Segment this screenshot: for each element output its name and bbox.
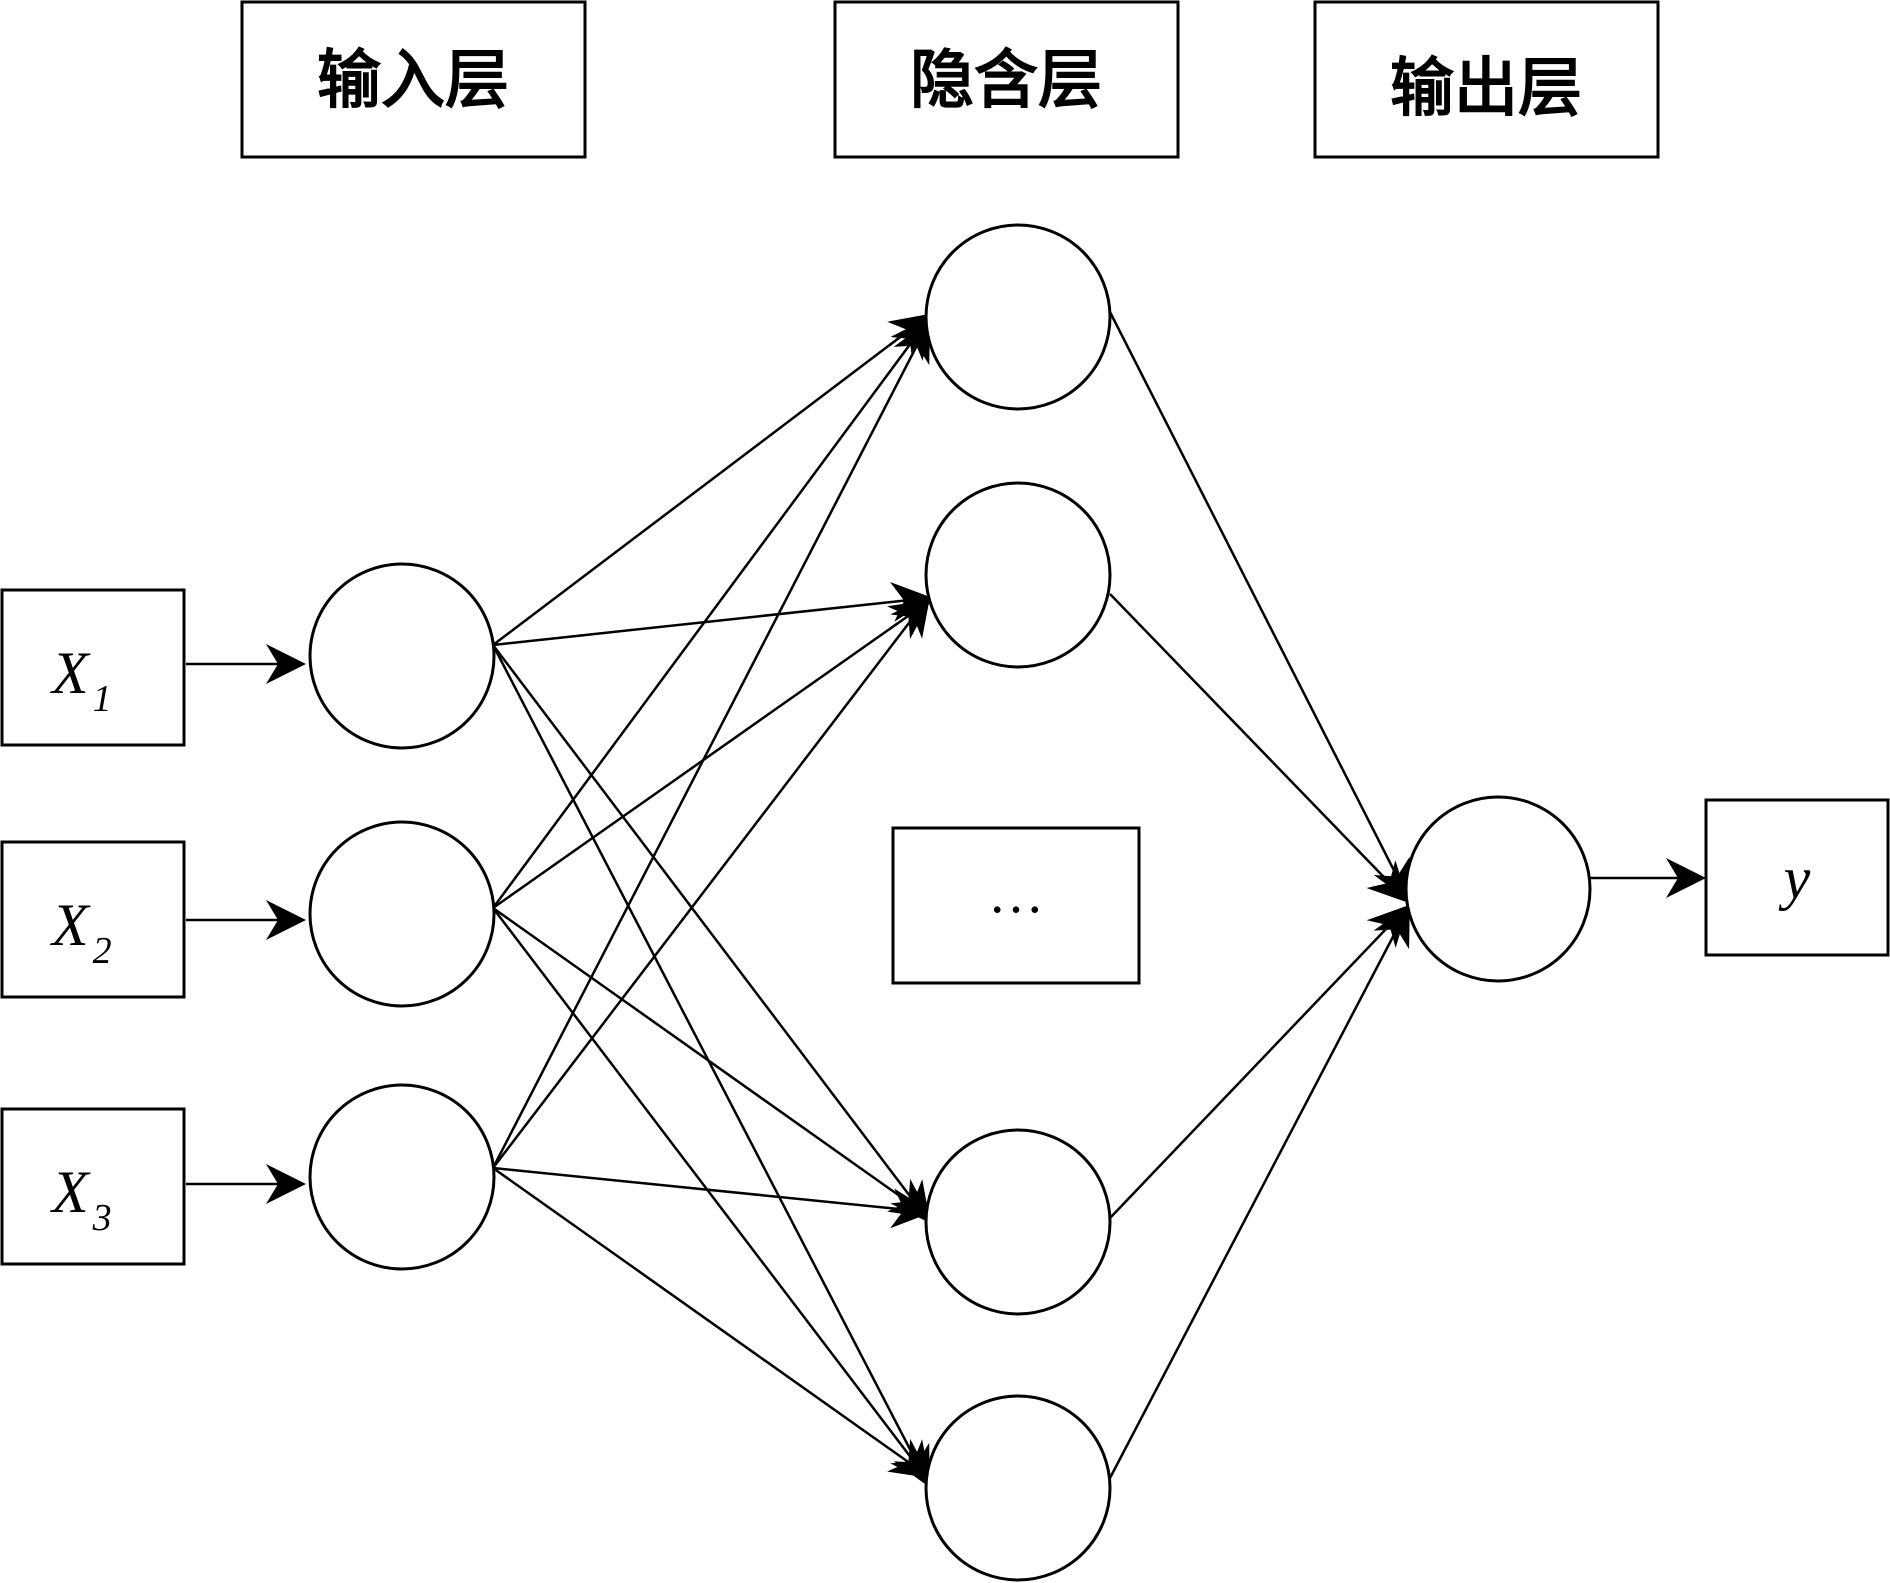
edge-in2-h1 [491,316,931,909]
edge-h3-out [1109,905,1409,1219]
input-x1-var: X [50,640,91,706]
input-neuron-1 [308,562,496,750]
edge-in1-h3 [492,644,931,1224]
input-x3-sub: 3 [92,1197,112,1239]
svg-text:X3: X3 [50,1159,112,1239]
edge-in1-h1 [492,313,932,646]
output-neuron [1404,795,1592,983]
header-hidden-layer: 隐含层 [833,0,1180,159]
hidden-neuron-3 [924,1128,1112,1316]
hidden-ellipsis: … [988,863,1044,925]
edge-in3-h1 [491,320,930,1169]
header-output-layer: 输出层 [1313,0,1660,159]
header-output-layer-label: 输出层 [1390,51,1582,126]
edge-in2-h2 [492,599,932,910]
input-x2-var: X [50,892,91,958]
output-box-y: y [1704,798,1890,957]
hidden-neuron-4 [924,1394,1112,1582]
svg-text:X1: X1 [50,640,112,720]
edge-h1-out [1108,311,1410,902]
hidden-neuron-2 [924,481,1112,669]
input-x3-var: X [50,1159,91,1225]
input-x2-sub: 2 [93,930,112,972]
edge-in2-h4 [492,907,931,1484]
header-input-layer: 输入层 [240,0,587,159]
edge-in3-h3 [492,1166,932,1229]
input-neuron-2 [308,820,496,1008]
hidden-output-connections [1108,311,1410,1479]
input-neuron-3 [308,1083,496,1271]
hidden-ellipsis-box: … [891,826,1141,985]
edge-h2-out [1109,593,1409,903]
output-y-var: y [1778,845,1811,911]
hidden-neuron-1 [924,223,1112,411]
input-x1-sub: 1 [93,678,112,720]
header-input-layer-label: 输入层 [317,43,509,118]
svg-text:X2: X2 [50,892,112,972]
edge-in3-h2 [492,594,931,1169]
edge-in1-h4 [491,644,930,1488]
edge-in2-h3 [492,906,932,1219]
header-hidden-layer-label: 隐含层 [910,43,1102,118]
input-hidden-connections [491,313,932,1488]
edge-h4-out [1108,904,1410,1479]
edge-in1-h2 [492,581,932,647]
edge-in3-h4 [492,1166,932,1479]
